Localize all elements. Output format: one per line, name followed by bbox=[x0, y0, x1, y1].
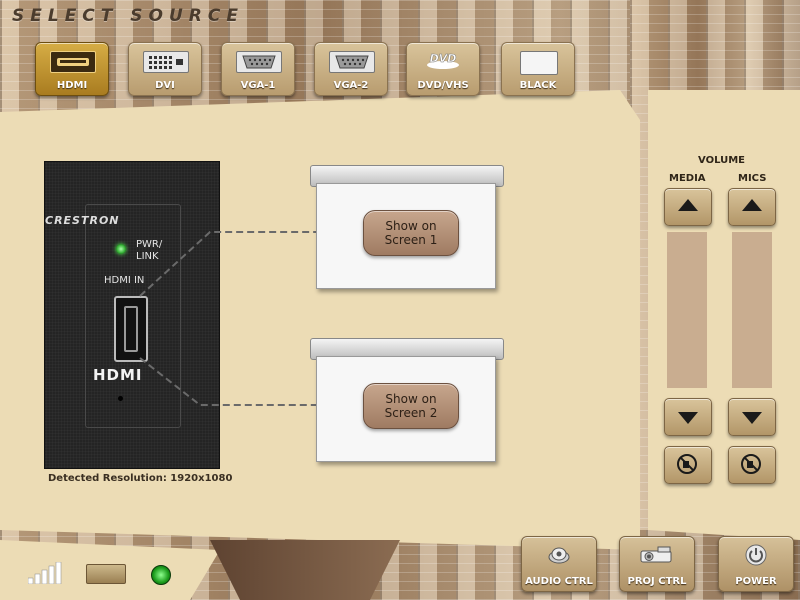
mics-volume-down-button[interactable] bbox=[728, 398, 776, 436]
projector-icon bbox=[640, 546, 672, 563]
media-mute-button[interactable] bbox=[664, 446, 712, 484]
projection-screen-1: Show on Screen 1 bbox=[310, 165, 504, 289]
source-button-vga-1[interactable]: VGA-1 bbox=[221, 42, 295, 96]
power-button[interactable]: POWER bbox=[718, 536, 794, 592]
source-label: DVI bbox=[155, 80, 175, 91]
power-icon bbox=[745, 544, 767, 566]
mics-volume-up-button[interactable] bbox=[728, 188, 776, 226]
media-volume-down-button[interactable] bbox=[664, 398, 712, 436]
battery-icon bbox=[86, 564, 126, 584]
screen-surface: Show on Screen 1 bbox=[316, 183, 496, 289]
volume-title: VOLUME bbox=[698, 155, 745, 166]
power-label: POWER bbox=[735, 576, 777, 587]
mics-mute-button[interactable] bbox=[728, 446, 776, 484]
source-button-dvi[interactable]: DVI bbox=[128, 42, 202, 96]
source-button-vga-2[interactable]: VGA-2 bbox=[314, 42, 388, 96]
blank-screen-icon bbox=[520, 51, 558, 75]
source-label: HDMI bbox=[56, 80, 88, 91]
media-volume-bar[interactable] bbox=[667, 232, 707, 388]
svg-text:DVD: DVD bbox=[430, 52, 457, 65]
source-label: DVD/VHS bbox=[417, 80, 469, 91]
arrow-down-icon bbox=[742, 412, 762, 424]
audio-ctrl-button[interactable]: AUDIO CTRL bbox=[521, 536, 597, 592]
hdmi-in-label: HDMI IN bbox=[104, 275, 145, 286]
reset-hole bbox=[118, 396, 123, 401]
mics-volume-bar[interactable] bbox=[732, 232, 772, 388]
mute-icon bbox=[677, 454, 697, 474]
dvi-port-icon bbox=[143, 51, 189, 73]
hdmi-port-icon bbox=[114, 296, 148, 362]
decorative-wedge bbox=[210, 540, 400, 600]
source-button-hdmi[interactable]: HDMI bbox=[35, 42, 109, 96]
resolution-readout: Detected Resolution: 1920x1080 bbox=[48, 473, 233, 484]
hdmi-logo: HDMI bbox=[93, 366, 143, 384]
screen-surface: Show on Screen 2 bbox=[316, 356, 496, 462]
show-on-screen-1-button[interactable]: Show on Screen 1 bbox=[363, 210, 459, 256]
wallplate-insert bbox=[85, 204, 181, 428]
source-label: VGA-2 bbox=[333, 80, 369, 91]
projection-screen-2: Show on Screen 2 bbox=[310, 338, 504, 462]
audio-ctrl-label: AUDIO CTRL bbox=[525, 576, 593, 587]
pwr-link-label: PWR/ LINK bbox=[136, 239, 163, 262]
status-led-icon bbox=[151, 565, 171, 585]
brand-label: CRESTRON bbox=[45, 214, 120, 227]
source-button-black[interactable]: BLACK bbox=[501, 42, 575, 96]
vga-port-icon bbox=[329, 51, 375, 73]
media-volume-up-button[interactable] bbox=[664, 188, 712, 226]
arrow-up-icon bbox=[678, 199, 698, 211]
source-button-dvd-vhs[interactable]: DVD DVD/VHS bbox=[406, 42, 480, 96]
power-link-led-icon bbox=[116, 244, 126, 254]
dvd-icon: DVD bbox=[421, 51, 465, 71]
mics-volume-label: MICS bbox=[738, 173, 767, 184]
proj-ctrl-button[interactable]: PROJ CTRL bbox=[619, 536, 695, 592]
proj-ctrl-label: PROJ CTRL bbox=[627, 576, 687, 587]
media-volume-label: MEDIA bbox=[669, 173, 706, 184]
signal-strength-icon bbox=[28, 562, 62, 584]
source-label: BLACK bbox=[519, 80, 557, 91]
hdmi-port-icon bbox=[50, 51, 96, 73]
audio-control-icon bbox=[548, 547, 570, 564]
show-on-screen-2-button[interactable]: Show on Screen 2 bbox=[363, 383, 459, 429]
arrow-down-icon bbox=[678, 412, 698, 424]
vga-port-icon bbox=[236, 51, 282, 73]
source-label: VGA-1 bbox=[240, 80, 276, 91]
arrow-up-icon bbox=[742, 199, 762, 211]
page-title: SELECT SOURCE bbox=[12, 6, 244, 26]
mute-icon bbox=[741, 454, 761, 474]
